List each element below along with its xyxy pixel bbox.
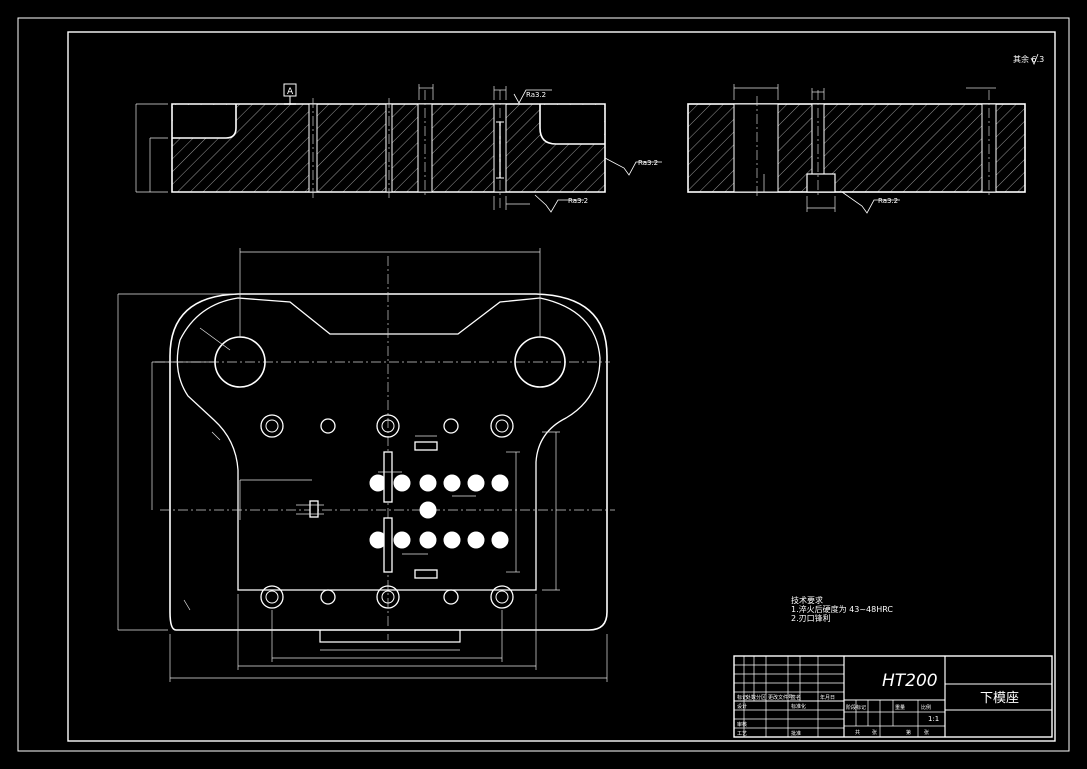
tb-cell-design: 设计	[737, 703, 747, 710]
tb-cell-approve: 批准	[791, 730, 801, 737]
die-base-outline	[169, 293, 608, 631]
tb-cell-scale-label: 比例	[921, 704, 931, 711]
tech-req-title: 技术要求	[791, 595, 823, 605]
front-section-view: A Ra3.2 Ra3.2 Ra3.2	[135, 83, 662, 213]
pilot-hole	[309, 500, 319, 518]
slot-lower	[383, 517, 393, 573]
plan-view	[117, 248, 615, 682]
title-block: 标记 处数 分区 更改文件号 签名 年月日 设计 标准化 阶段标记 重量 比例 …	[733, 655, 1053, 738]
rect-hole-upper	[414, 441, 438, 451]
roughness-mark-3: Ra3.2	[568, 197, 588, 205]
roughness-mark-4: Ra3.2	[878, 197, 898, 205]
roughness-corner-note: 其余 6.3	[1013, 54, 1044, 64]
screw-holes-bottom	[260, 585, 514, 609]
tb-cell-weight: 重量	[895, 704, 905, 711]
roughness-mark-2: Ra3.2	[638, 159, 658, 167]
tb-cell-nth: 第	[906, 729, 911, 736]
tb-cell-sheets-1: 张	[872, 729, 877, 736]
punch-holes	[369, 474, 509, 549]
material-label: HT200	[882, 671, 938, 691]
tb-cell-process: 工艺	[737, 731, 747, 737]
inner-relief-outline	[176, 297, 601, 591]
tb-cell-sign: 签名	[791, 694, 801, 701]
tb-cell-sheets-2: 张	[924, 729, 929, 736]
tech-req-line-2: 2.刃口锋利	[791, 613, 831, 623]
rect-hole-lower	[414, 569, 438, 579]
tb-cell-standardization: 标准化	[791, 703, 806, 710]
tb-cell-total: 共	[855, 729, 860, 736]
tb-scale-value: 1:1	[928, 715, 939, 723]
roughness-corner-symbol	[1030, 53, 1039, 65]
tb-cell-mark: 标记	[737, 694, 747, 701]
part-name: 下模座	[980, 691, 1019, 706]
inner-frame-border	[67, 31, 1056, 742]
tb-cell-change-doc: 更改文件号	[768, 694, 793, 701]
tb-cell-date: 年月日	[820, 694, 835, 701]
tech-req-line-1: 1.淬火后硬度为 43~48HRC	[791, 604, 893, 614]
roughness-mark-1: Ra3.2	[526, 91, 546, 99]
datum-label: A	[287, 87, 294, 97]
outer-sheet-border	[17, 17, 1070, 752]
tb-cell-stage: 阶段标记	[846, 704, 866, 711]
slot-upper	[383, 451, 393, 503]
tb-cell-count: 处数	[746, 694, 756, 701]
tb-cell-zone: 分区	[756, 694, 766, 701]
tb-cell-review: 审核	[737, 721, 747, 728]
side-section-view: Ra3.2	[687, 84, 1026, 214]
screw-holes-top	[260, 414, 514, 438]
